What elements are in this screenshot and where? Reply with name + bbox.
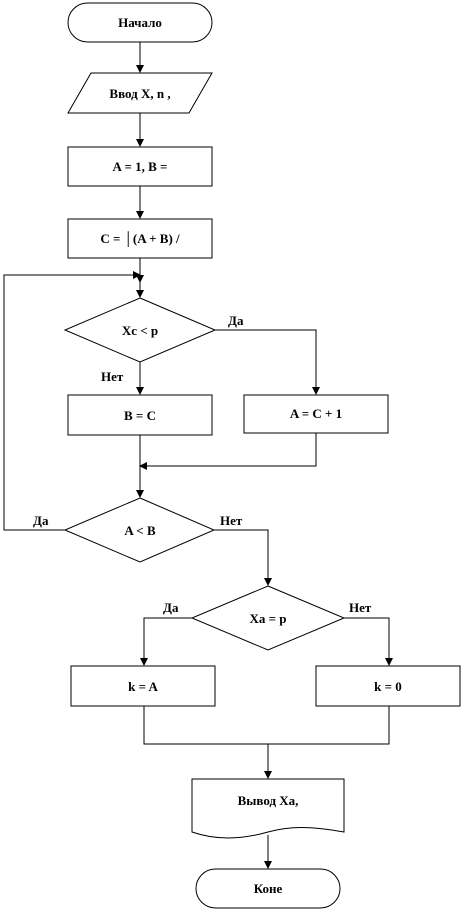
calc-c-text: C = │(A + B) /: [100, 231, 180, 247]
assign-a-text: A = C + 1: [290, 406, 342, 421]
edge-a-merge: [139, 433, 317, 470]
assign-b-text: B = C: [124, 408, 156, 423]
input-parallelogram: [67, 72, 213, 114]
edge-xa-no: [344, 617, 393, 666]
start-text: Начало: [118, 15, 162, 30]
edge-ka-merge: [143, 706, 390, 745]
edge-ab-no: [214, 529, 272, 586]
label-xc-yes: Да: [228, 313, 244, 328]
edge-loop-back: [3, 271, 141, 531]
output-document: [191, 778, 345, 839]
end-text: Коне: [254, 881, 283, 896]
label-xa-no: Нет: [349, 600, 372, 615]
k-zero-process: [315, 665, 461, 707]
cond-xc-decision: [63, 297, 217, 363]
assign-a-process: [243, 394, 389, 434]
end-terminator: [195, 868, 341, 909]
k-zero-text: k = 0: [374, 679, 402, 694]
label-xc-no: Нет: [101, 369, 124, 384]
edge-xa-yes: [140, 617, 192, 666]
cond-ab-decision: [63, 497, 216, 563]
cond-xa-decision: [190, 585, 346, 651]
cond-xc-text: Xc < p: [122, 323, 158, 338]
label-ab-no: Нет: [220, 513, 243, 528]
label-ab-yes: Да: [33, 513, 49, 528]
init-text: A = 1, B =: [113, 159, 168, 174]
init-process: [67, 146, 213, 187]
assign-b-process: [67, 394, 213, 436]
output-text: Вывод Xa,: [238, 793, 299, 808]
edge-xc-yes: [215, 329, 320, 395]
label-xa-yes: Да: [163, 600, 179, 615]
start-terminator: [67, 2, 213, 43]
cond-xa-text: Xa = p: [249, 611, 286, 626]
k-a-process: [70, 665, 216, 707]
k-a-text: k = A: [128, 679, 158, 694]
cond-ab-text: A < B: [124, 523, 156, 538]
input-text: Ввод X, n ,: [109, 86, 170, 101]
calc-c-process: [67, 218, 213, 259]
